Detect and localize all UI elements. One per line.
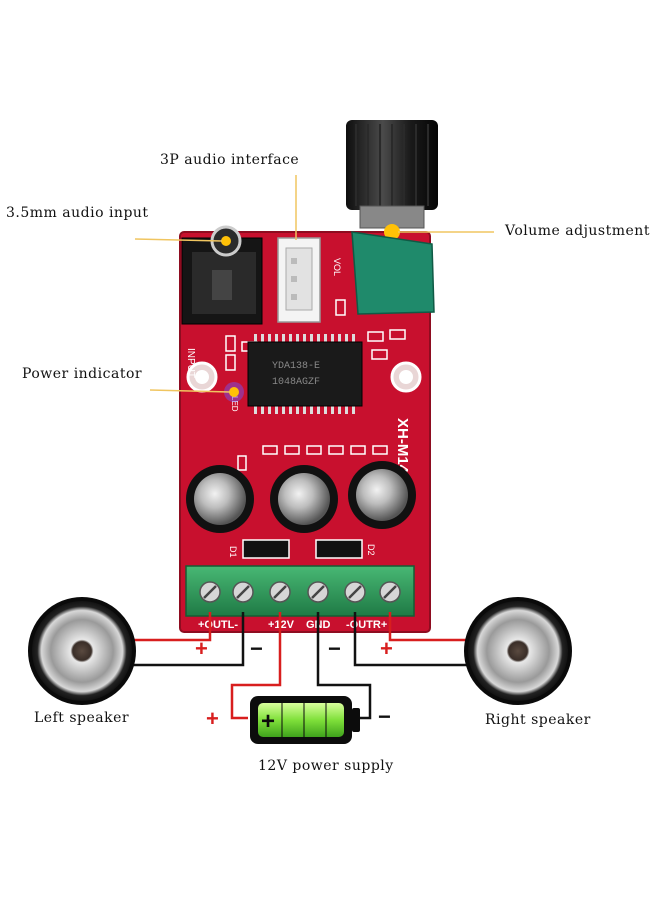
pcb-board: INPUT XH-M14 VOL LED — [179, 231, 431, 633]
battery-wire-minus: − — [378, 704, 391, 729]
vol-silk: VOL — [332, 258, 342, 276]
callout-power-indicator: Power indicator — [22, 366, 143, 382]
svg-text:D2: D2 — [366, 544, 376, 556]
led-silk: LED — [230, 396, 239, 412]
callout-volume-adjustment: Volume adjustment — [505, 223, 650, 239]
connector-3p — [277, 237, 321, 323]
mounting-hole-right — [390, 361, 422, 393]
wiring — [130, 612, 468, 720]
callout-lines — [134, 175, 494, 393]
volume-potentiometer — [346, 120, 438, 315]
callout-audio-input-35mm: 3.5mm audio input — [6, 205, 149, 221]
right-speaker-minus: − — [328, 636, 341, 661]
callout-right-speaker: Right speaker — [485, 712, 591, 728]
power-indicator-led — [224, 382, 244, 402]
svg-text:D1: D1 — [228, 546, 238, 558]
left-speaker-minus: − — [250, 636, 263, 661]
battery-wire-plus: + — [206, 706, 219, 731]
terminal-label-12v: +12V — [268, 619, 295, 631]
mounting-hole-left — [186, 361, 218, 393]
capacitor-3 — [348, 461, 416, 529]
right-speaker — [464, 597, 572, 705]
chip-text-2: 1048AGZF — [272, 377, 320, 388]
chip-text-1: YDA138-E — [272, 361, 320, 372]
right-speaker-plus: + — [380, 636, 393, 661]
capacitor-1 — [186, 465, 254, 533]
screw-terminal-block — [185, 565, 415, 617]
audio-jack-35mm — [181, 225, 263, 325]
input-silk: INPUT — [185, 348, 196, 378]
left-speaker — [28, 597, 136, 705]
callout-power-supply: 12V power supply — [258, 758, 394, 774]
battery-plus-symbol: + — [261, 708, 275, 735]
terminal-label-outl: +OUTL- — [198, 619, 238, 631]
callout-left-speaker: Left speaker — [34, 710, 130, 726]
model-silk: XH-M14 — [394, 418, 411, 474]
terminal-label-outr: -OUTR+ — [346, 619, 387, 631]
callout-audio-interface-3p: 3P audio interface — [160, 152, 300, 168]
diode-d2: D2 — [315, 539, 376, 559]
capacitor-2 — [270, 465, 338, 533]
amplifier-chip: YDA138-E 1048AGZF — [247, 334, 363, 414]
smd-components — [225, 299, 406, 471]
diode-d1: D1 — [228, 539, 290, 559]
left-speaker-plus: + — [195, 636, 208, 661]
battery-12v: + — [250, 696, 360, 744]
